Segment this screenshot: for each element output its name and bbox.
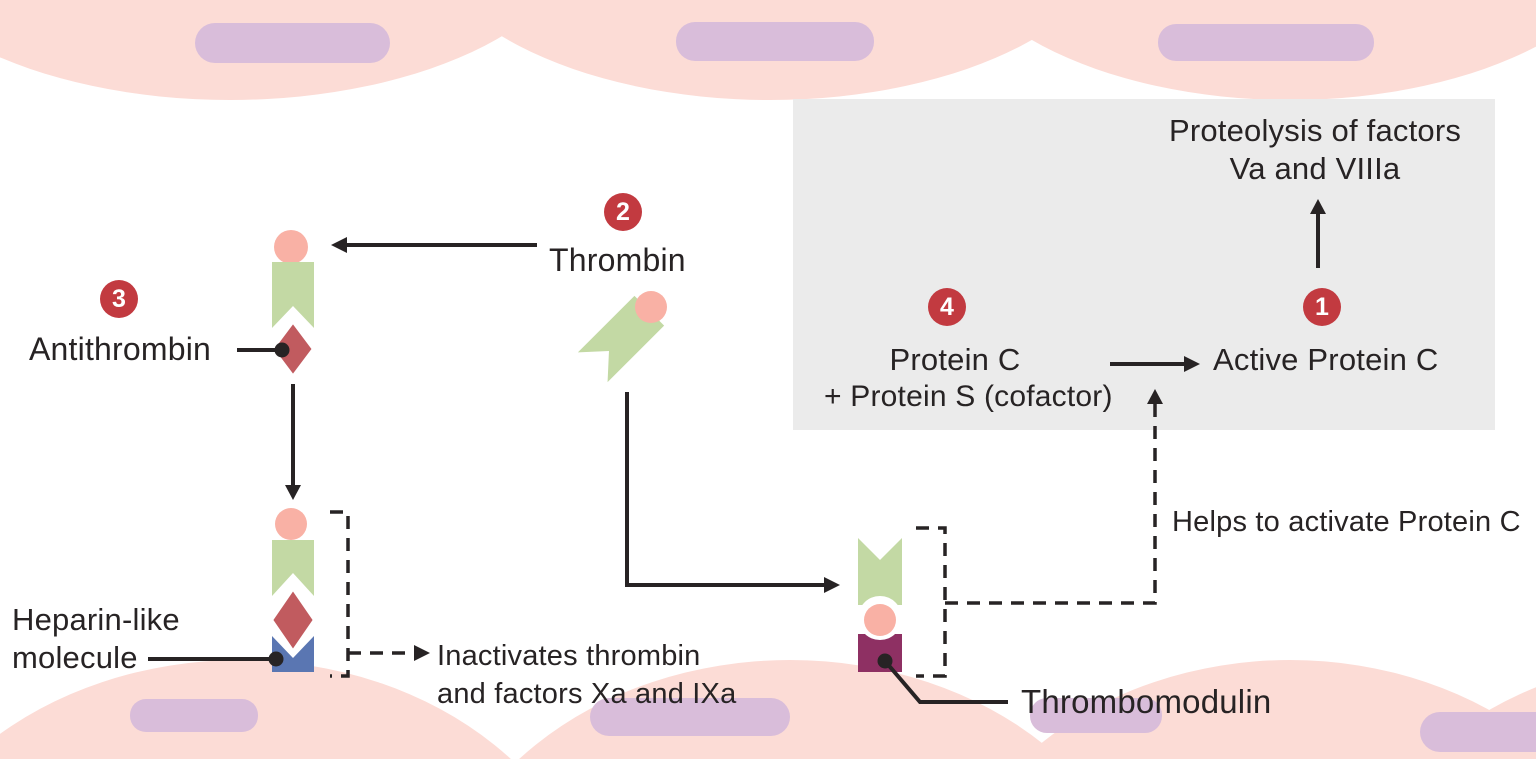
thrombin-head-icon [275, 508, 307, 540]
arrowhead-left [331, 237, 347, 253]
label-proteolysis-line1: Proteolysis of factors [1168, 113, 1462, 148]
thrombin-molecule [577, 291, 667, 383]
arrowhead-right-dashed-path [414, 645, 430, 661]
heparin-molecule-icon [272, 636, 314, 672]
thrombin-head-icon [864, 604, 896, 636]
label-antithrombin: Antithrombin [29, 331, 212, 367]
endothelial-layer-top [0, 0, 1536, 100]
endothelial-layer-bottom [0, 660, 1536, 759]
arrowhead-up-dashed-path [1147, 389, 1163, 404]
antithrombin-diamond-icon [269, 317, 317, 381]
leader-dot [274, 342, 290, 358]
label-heparin-line1: Heparin-like [12, 602, 180, 637]
arrowhead-right [824, 577, 840, 593]
thrombin-ribbon-icon [858, 538, 902, 605]
cell-nucleus [1420, 712, 1536, 752]
leader-lines [148, 348, 1008, 704]
step-badge-2: 2 [604, 193, 642, 231]
cell-nucleus [195, 23, 390, 63]
thrombin-ribbon-icon [272, 262, 314, 328]
thrombin-head-icon [274, 230, 308, 264]
antithrombin-thrombin-complex [269, 230, 317, 381]
cell-nucleus [1158, 24, 1374, 61]
cell-nucleus [676, 22, 874, 61]
label-protein-s: + Protein S (cofactor) [824, 380, 1113, 413]
protein-c-pathway-box [793, 99, 1495, 430]
label-proteolysis-line2: Va and VIIIa [1229, 150, 1401, 186]
antithrombin-diamond-icon [268, 584, 318, 656]
arrow-thrombin-to-thrombomodulin [625, 392, 826, 587]
label-inactivates-line1: Inactivates thrombin [437, 640, 701, 672]
leader-thrombomodulin [883, 659, 1008, 704]
label-thrombin: Thrombin [549, 242, 686, 278]
label-heparin: Heparin-like molecule [12, 601, 180, 677]
label-heparin-line2: molecule [12, 640, 138, 675]
bracket-heparin-complex [330, 510, 350, 678]
thrombin-head-icon [635, 291, 667, 323]
label-proteolysis: Proteolysis of factors Va and VIIIa [1150, 112, 1480, 188]
endothelial-cell [1470, 0, 1536, 47]
solid-arrows [291, 212, 1320, 587]
bracket-thrombomodulin-complex [916, 526, 947, 678]
label-active-protein-c: Active Protein C [1213, 342, 1439, 377]
label-inactivates: Inactivates thrombin and factors Xa and … [437, 637, 736, 713]
cell-nucleus [1030, 698, 1162, 733]
arrowhead-right [1184, 356, 1200, 372]
endothelial-cell [1022, 660, 1536, 759]
label-thrombomodulin: Thrombomodulin [1021, 683, 1272, 720]
leader-dot [877, 653, 893, 669]
step-badge-4: 4 [928, 288, 966, 326]
heparin-antithrombin-complex [268, 508, 318, 672]
thrombomodulin-complex [858, 538, 902, 672]
leader-dots [268, 342, 893, 669]
leader-dot [268, 651, 284, 667]
arrowhead-down [285, 485, 301, 500]
cell-nucleus [130, 699, 258, 732]
step-badge-1: 1 [1303, 288, 1341, 326]
dashed-line-helps-activate [945, 402, 1157, 605]
arrowheads [285, 199, 1326, 661]
thrombin-ribbon-icon [272, 540, 314, 596]
label-helps-activate: Helps to activate Protein C [1172, 506, 1521, 538]
label-protein-c: Protein C [889, 342, 1021, 377]
arrowhead-up [1310, 199, 1326, 214]
label-inactivates-line2: and factors Xa and IXa [437, 678, 737, 710]
dashed-paths [330, 402, 1157, 678]
cell-nucleus [590, 698, 790, 736]
step-badge-3: 3 [100, 280, 138, 318]
